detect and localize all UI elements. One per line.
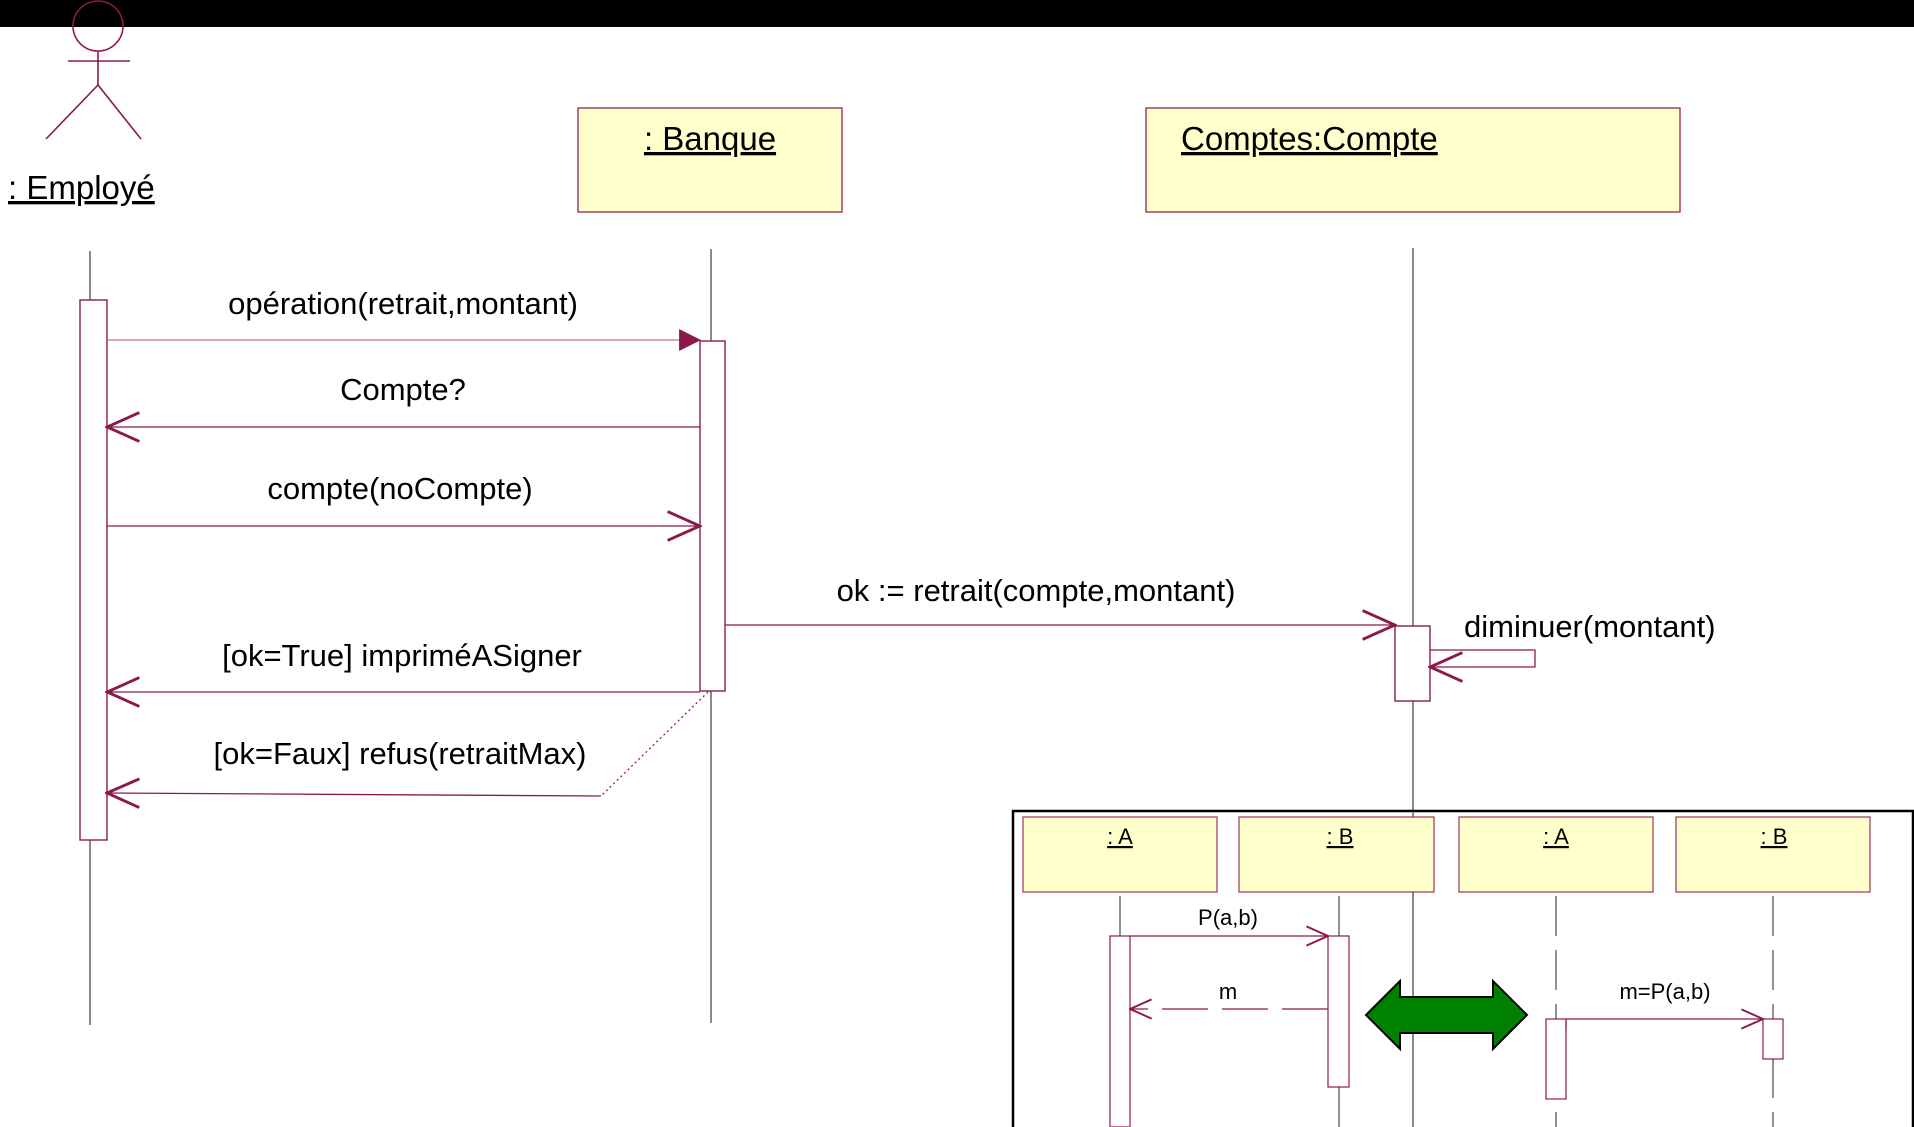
- inset-name-right-b: : B: [1761, 824, 1788, 849]
- branch-line-refus: [600, 691, 709, 797]
- double-arrow-icon: [1364, 978, 1529, 1052]
- activation-employe: [79, 299, 108, 841]
- inset-activation-right-b: [1762, 1018, 1784, 1060]
- actor-employe: [45, 0, 142, 140]
- message-label-compte-no: compte(noCompte): [267, 471, 532, 506]
- inset-activation-right-a: [1545, 1018, 1567, 1100]
- inset-box-left-a: [1022, 816, 1218, 893]
- inset-name-left-a: : A: [1107, 824, 1133, 849]
- inset-arrow-call-right: [1565, 1019, 1763, 1030]
- actor-icon: [72, 0, 124, 52]
- inset-name-right-a: : A: [1543, 824, 1569, 849]
- inset-activation-left-b: [1327, 935, 1350, 1088]
- activation-banque: [699, 340, 726, 692]
- object-name-comptes: Comptes:Compte: [1181, 120, 1438, 157]
- inset-name-left-b: : B: [1327, 824, 1354, 849]
- activation-comptes: [1394, 625, 1431, 702]
- object-box-comptes: [1145, 107, 1681, 213]
- inset-box-left-b: [1238, 816, 1435, 893]
- message-label-operation: opération(retrait,montant): [228, 286, 578, 321]
- actor-name: : Employé: [8, 169, 155, 206]
- object-name-banque: : Banque: [644, 120, 776, 157]
- message-label-imprime: [ok=True] impriméASigner: [222, 638, 582, 673]
- object-box-banque: [577, 107, 843, 213]
- inset-box-right-a: [1458, 816, 1654, 893]
- inset-label-call-right: m=P(a,b): [1619, 979, 1710, 1004]
- inset-label-call-left: P(a,b): [1198, 905, 1258, 930]
- message-label-refus: [ok=Faux] refus(retraitMax): [214, 736, 587, 771]
- top-bar: [0, 0, 1914, 27]
- inset-label-return-left: m: [1219, 979, 1237, 1004]
- inset-box-right-b: [1675, 816, 1871, 893]
- message-arrow-refus: [107, 793, 602, 796]
- message-label-compte-q: Compte?: [340, 372, 466, 407]
- inset-activation-left-a: [1109, 935, 1131, 1127]
- inset-panel: : A : B : A : B P(a,b) m m=P(: [1011, 809, 1914, 1127]
- message-arrow-diminuer: [1430, 649, 1536, 667]
- message-label-diminuer: diminuer(montant): [1464, 609, 1716, 644]
- message-label-ok-retrait: ok := retrait(compte,montant): [837, 573, 1236, 608]
